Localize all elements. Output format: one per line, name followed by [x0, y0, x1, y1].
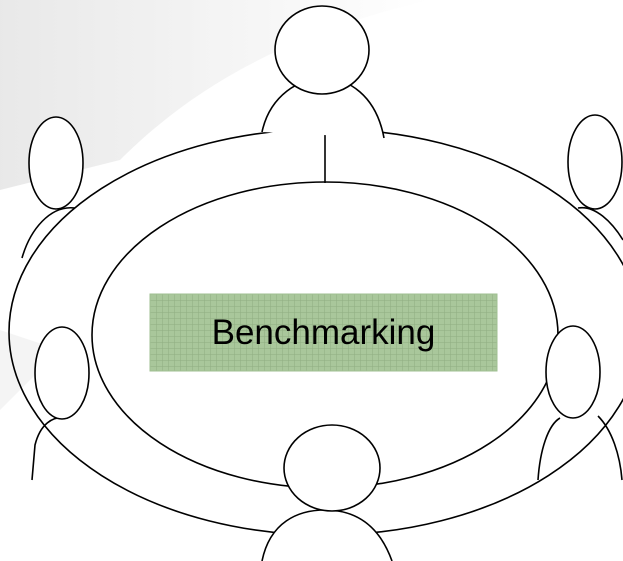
center-label-box [149, 293, 498, 372]
person-bottom-left [31, 326, 90, 481]
background-swoosh [0, 0, 430, 190]
person-top-left [21, 116, 84, 259]
person-top-right [567, 114, 623, 241]
person-bottom [261, 424, 393, 561]
person-top [261, 5, 385, 139]
person-bottom-right [537, 325, 623, 481]
